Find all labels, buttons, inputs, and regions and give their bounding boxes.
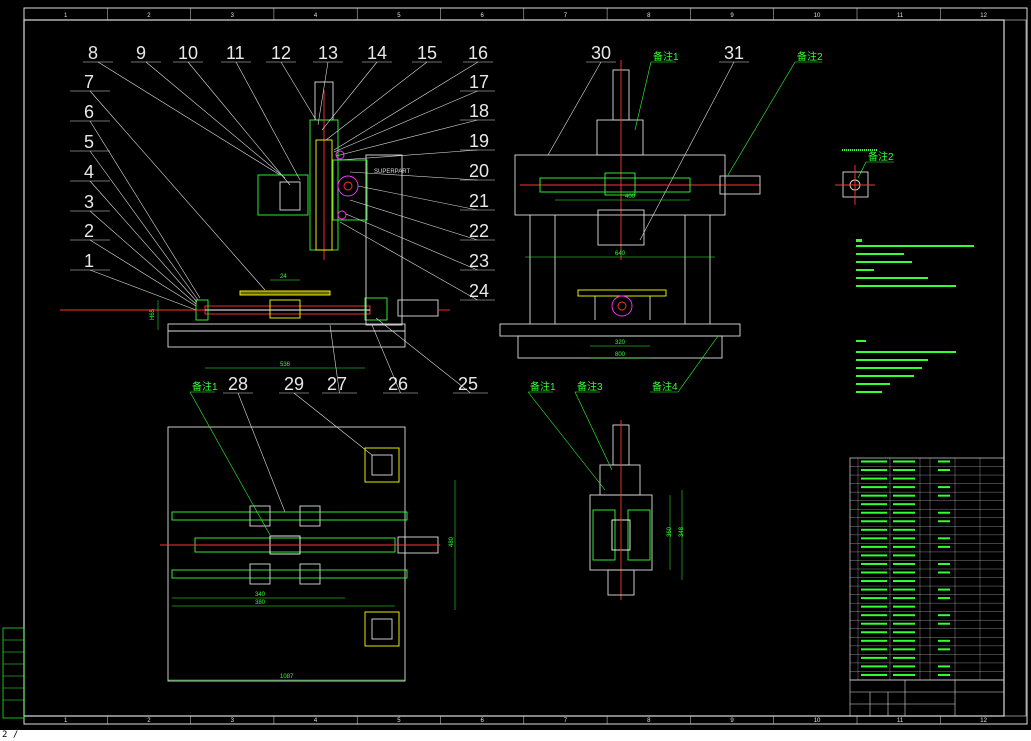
callout-side-b: 备注3 [577,380,603,393]
zone-label-top: 2 [147,13,151,19]
zone-label-top: 5 [397,13,401,19]
plan-view [160,426,456,682]
balloon-8: 8 [88,43,98,63]
balloon-25: 25 [458,374,478,394]
balloon-20: 20 [469,161,489,181]
zone-label-top: 10 [814,13,821,19]
balloon-23: 23 [469,251,489,271]
parts-list-table [849,457,1005,681]
callout-plan-a: 备注1 [192,380,218,393]
zone-label-top: 12 [980,13,987,19]
zone-label-bottom: 6 [481,718,485,724]
zone-label-top: 8 [647,13,651,19]
balloon-4: 4 [84,162,94,182]
balloon-17: 17 [469,72,489,92]
command-line-text: 2 / [2,730,19,740]
zone-label-bottom: 5 [397,718,401,724]
zone-label-bottom: 12 [980,718,987,724]
balloon-21: 21 [469,191,489,211]
dim-side-b: 348 [679,526,685,537]
balloon-7: 7 [84,72,94,92]
callout-front-b: 备注2 [797,50,823,63]
balloon-1: 1 [84,251,94,271]
dim-side-a: 360 [667,526,673,537]
balloon-16: 16 [468,43,488,63]
zone-label-top: 3 [231,13,235,19]
balloon-29: 29 [284,374,304,394]
dim-base-inner: 320 [615,340,626,346]
dim-height-left: H65 [150,308,156,320]
callout-side-c: 备注4 [652,380,678,393]
balloon-15: 15 [417,43,437,63]
zone-label-bottom: 8 [647,718,651,724]
dim-plan-height: 480 [449,536,455,547]
balloon-18: 18 [469,101,489,121]
detail-view [835,149,878,205]
dim-main-span: 536 [280,362,291,368]
technical-notes [856,239,974,393]
dim-plan-mid: 380 [255,600,266,606]
balloon-10: 10 [178,43,198,63]
balloon-27: 27 [327,374,347,394]
command-line[interactable]: 2 / [0,730,1031,741]
balloon-11: 11 [226,43,245,63]
callout-detail: 备注2 [868,150,894,163]
zone-label-top: 4 [314,13,318,19]
balloon-14: 14 [367,43,387,63]
zone-label-bottom: 4 [314,718,318,724]
zone-label-bottom: 9 [730,718,734,724]
zone-label-bottom: 1 [64,718,68,724]
balloon-9: 9 [136,43,146,63]
balloon-3: 3 [84,192,94,212]
balloon-2: 2 [84,221,94,241]
left-strip [2,627,25,719]
balloon-28: 28 [228,374,248,394]
balloon-12: 12 [271,43,291,63]
zone-label-top: 1 [64,13,68,19]
zone-label-top: 6 [481,13,485,19]
callout-side-a: 备注1 [530,380,556,393]
balloon-5: 5 [84,132,94,152]
balloon-13: 13 [318,43,338,63]
main-elevation-view: SUPERPART [60,81,450,369]
zone-label-bottom: 10 [814,718,821,724]
dim-top-small: 24 [280,274,287,280]
balloon-31: 31 [724,43,744,63]
balloon-26: 26 [388,374,408,394]
title-block [849,679,1005,717]
part-label: SUPERPART [374,169,410,175]
balloon-22: 22 [469,221,489,241]
zone-label-top: 11 [897,13,904,19]
zone-label-bottom: 11 [897,718,904,724]
dim-front-width: 640 [615,251,626,257]
balloon-6: 6 [84,102,94,122]
zone-label-top: 9 [730,13,734,19]
zone-label-top: 7 [564,13,568,19]
dim-plan-inner: 340 [255,592,266,598]
front-elevation-view [499,60,761,359]
zone-label-bottom: 2 [147,718,151,724]
balloon-30: 30 [591,43,611,63]
callout-front-a: 备注1 [653,50,679,63]
dim-plan-width: 1087 [280,674,294,680]
side-elevation-view [589,420,683,600]
dim-base-width: 800 [615,352,626,358]
dim-front-inner: 400 [625,194,636,200]
zone-label-bottom: 7 [564,718,568,724]
zone-label-bottom: 3 [231,718,235,724]
balloon-19: 19 [469,131,489,151]
balloon-24: 24 [469,281,489,301]
